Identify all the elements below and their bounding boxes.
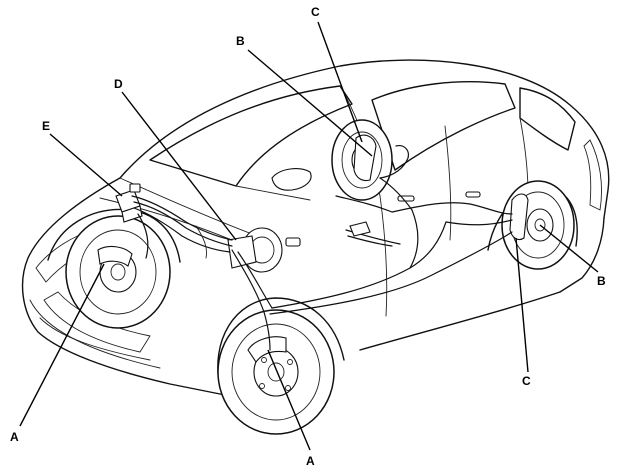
leader-b-top — [247, 49, 373, 157]
brake-caliper-front-right — [247, 336, 287, 363]
leader-lines — [19, 21, 599, 451]
rear-brake-backing-left — [353, 134, 377, 182]
leader-a-bottom — [267, 349, 311, 451]
leader-c-top — [317, 21, 363, 143]
rear-right-wheel — [501, 180, 575, 270]
rear-brake-backing-right — [509, 193, 529, 241]
leader-c-bottom — [515, 237, 529, 373]
callout-b-top: B — [236, 34, 245, 48]
callout-e: E — [42, 119, 50, 133]
callout-a-left: A — [10, 430, 19, 444]
callout-c-bottom: C — [522, 374, 531, 388]
leader-a-left — [19, 263, 105, 427]
callout-d: D — [114, 77, 123, 91]
rear-left-wheel — [331, 119, 393, 201]
brake-caliper-front-left — [97, 245, 133, 267]
front-left-wheel — [65, 215, 171, 329]
callouts: C B D E B C A A — [10, 5, 606, 468]
callout-b-right: B — [597, 274, 606, 288]
brake-booster — [227, 227, 301, 273]
leader-d — [121, 91, 237, 241]
callout-c-top: C — [311, 5, 320, 19]
brake-lines — [131, 145, 513, 351]
front-right-wheel — [217, 309, 335, 435]
parking-brake-cable — [335, 195, 513, 237]
callout-a-bottom: A — [306, 454, 315, 468]
leader-e — [49, 133, 123, 197]
leader-b-right — [539, 224, 599, 273]
